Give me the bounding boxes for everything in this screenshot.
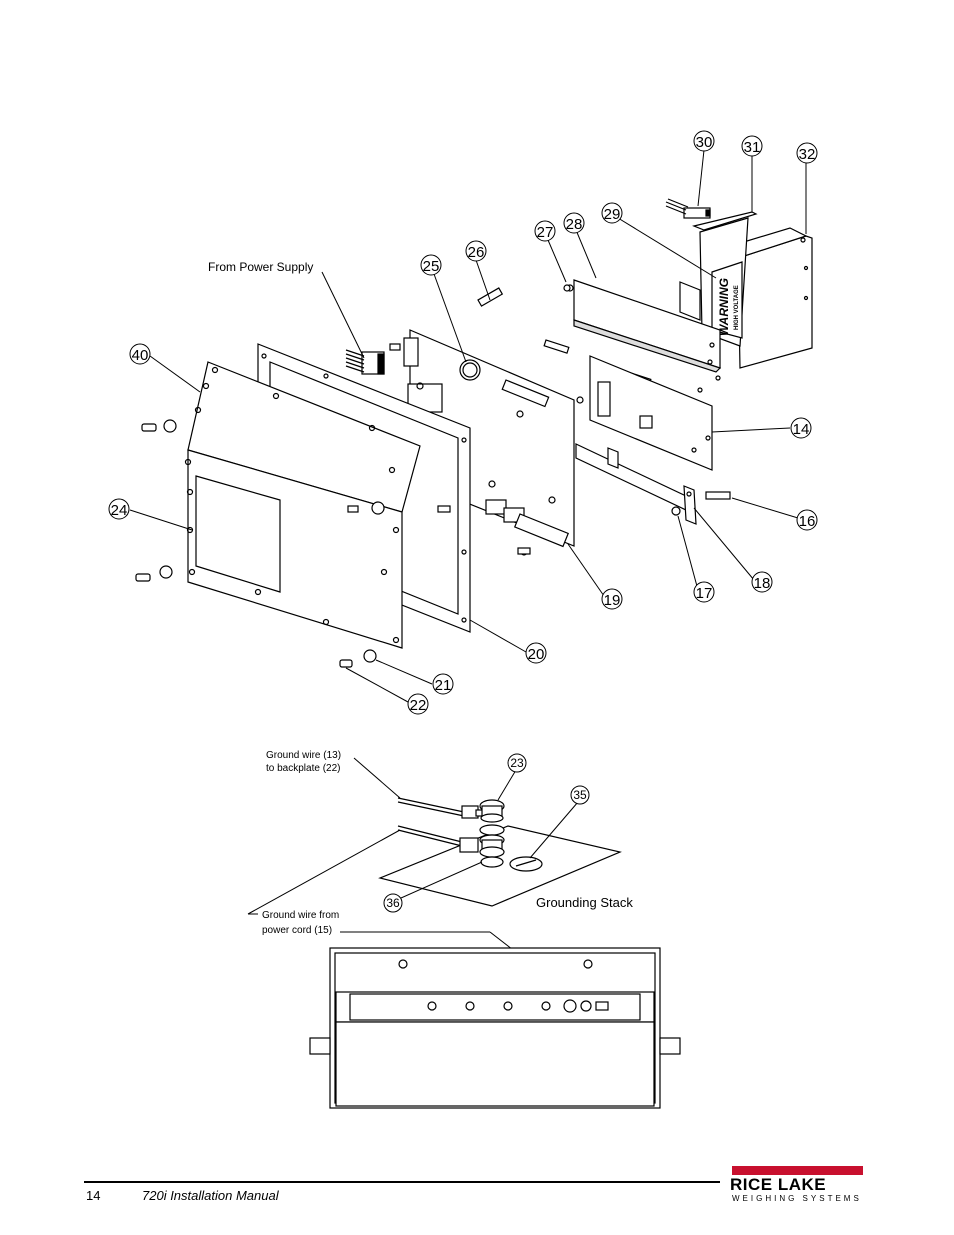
standoff [705, 491, 731, 500]
cpu-board [589, 355, 721, 471]
callout-24: 24 [111, 502, 128, 519]
callout-27: 27 [537, 224, 554, 241]
ground-wire-power-label-line2: power cord (15) [262, 925, 332, 936]
footer-rule [84, 1181, 720, 1183]
callout-16: 16 [799, 513, 816, 530]
rice-lake-logo: RICE LAKE WEIGHING SYSTEMS [728, 1166, 868, 1203]
callout-28: 28 [566, 216, 583, 233]
leader-lines [129, 149, 807, 703]
logo-red-bar [732, 1166, 863, 1175]
callout-36: 36 [386, 896, 400, 910]
manual-title: 720i Installation Manual [142, 1188, 279, 1203]
callout-32: 32 [799, 146, 816, 163]
callout-31: 31 [744, 139, 761, 156]
callout-40: 40 [132, 347, 149, 364]
power-connector [345, 349, 385, 375]
callout-26: 26 [468, 244, 485, 261]
grounding-stack-label: Grounding Stack [536, 895, 633, 910]
wire-connector [665, 198, 711, 219]
callout-29: 29 [604, 206, 621, 223]
callout-17: 17 [696, 585, 713, 602]
option-board [566, 279, 722, 373]
callout-21: 21 [435, 677, 452, 694]
mounting-rail [575, 443, 697, 525]
warning-text: WARNING [717, 278, 731, 336]
grounding-stack-detail [378, 797, 622, 907]
logo-tagline: WEIGHING SYSTEMS [732, 1194, 862, 1203]
ground-wire-13-label-line1: Ground wire (13) [266, 750, 341, 761]
high-voltage-text: HIGH VOLTAGE [734, 285, 740, 330]
callout-30: 30 [696, 134, 713, 151]
from-power-supply-label: From Power Supply [208, 260, 313, 274]
callout-18: 18 [754, 575, 771, 592]
warning-label: WARNING HIGH VOLTAGE [711, 261, 743, 339]
callout-14: 14 [793, 421, 810, 438]
nut [671, 506, 681, 516]
callout-20: 20 [528, 646, 545, 663]
grounding-leaders [247, 757, 581, 1003]
page-number: 14 [86, 1188, 101, 1203]
screws-and-washers [135, 284, 571, 668]
callout-circles [108, 130, 818, 913]
callout-19: 19 [604, 592, 621, 609]
logo-name: RICE LAKE [730, 1175, 827, 1194]
enclosure-bottom-view [309, 947, 681, 1109]
callout-23: 23 [510, 756, 524, 770]
front-panel [184, 361, 421, 649]
callout-25: 25 [423, 258, 440, 275]
callout-22: 22 [410, 697, 427, 714]
callout-35: 35 [573, 788, 587, 802]
ground-wire-power-label-line1: Ground wire from [262, 910, 339, 921]
ground-wire-13-label-line2: to backplate (22) [266, 763, 341, 774]
